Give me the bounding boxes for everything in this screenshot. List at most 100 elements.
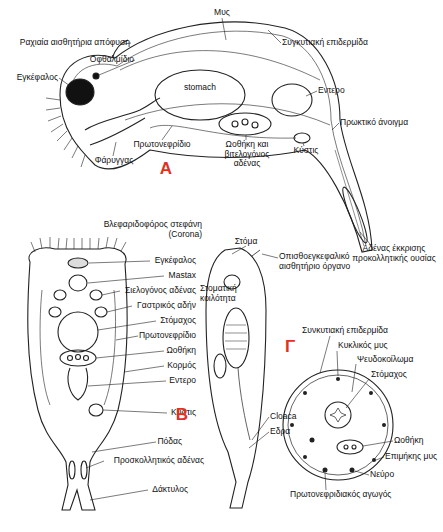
leader-line <box>249 432 269 448</box>
muscle-dot <box>369 391 373 395</box>
leader-line <box>59 78 70 86</box>
part-label: Πρωτονεφρίδιο <box>126 331 196 341</box>
leader-line <box>320 336 330 373</box>
leader-line <box>116 336 138 340</box>
part-label: Ωοθήκη <box>136 346 196 356</box>
protonephridial-duct <box>310 438 315 443</box>
leader-line <box>96 351 164 358</box>
part-label: Προσκολλητικός αδένας <box>96 456 204 466</box>
leader-line <box>102 291 120 295</box>
part-label: Ψευδοκοίλωμα <box>357 355 437 365</box>
part-label: Πρωκτικό άνοιγμα <box>340 118 430 128</box>
part-label: Εντερο <box>318 86 358 96</box>
part-label: Στοματική κοιλότητα <box>200 284 246 303</box>
leader-line <box>268 30 281 43</box>
leader-line <box>107 306 132 312</box>
muscle-dot <box>336 377 340 381</box>
brain <box>68 258 88 268</box>
gastric-gland <box>49 307 61 317</box>
ovary-cell <box>76 355 81 360</box>
foot-line <box>335 150 364 246</box>
part-label: Εδρα <box>270 427 310 437</box>
ovary-cell <box>232 121 238 127</box>
part-label: Γαστρικός αδήν <box>110 301 196 311</box>
panel-letter: A <box>156 160 176 177</box>
part-label: Βλεφαριδοφόρος στεφάνη (Corona) <box>84 220 202 239</box>
leader-line <box>222 18 226 40</box>
part-label: Πρωτονεφριδιακός αγωγός <box>290 490 430 500</box>
part-label: Κυκλικός μυς <box>338 341 418 351</box>
muscle-dot <box>303 391 307 395</box>
protonephridium <box>40 290 50 405</box>
panel-a-drawing <box>46 22 372 252</box>
stomach <box>58 312 98 352</box>
part-label: Πόδας <box>130 437 182 447</box>
leader-line <box>232 246 246 254</box>
ovary-cell <box>352 445 356 449</box>
ovary <box>214 354 226 378</box>
part-label: Συνκυτιακή επιδερμίδα <box>285 326 405 336</box>
part-label: Φάρυγγας <box>86 156 142 166</box>
panel-b-leaders <box>86 246 278 500</box>
part-label: Κορμός <box>136 361 196 371</box>
intestine <box>272 84 312 116</box>
nerve <box>350 468 355 473</box>
leader-line <box>88 381 166 386</box>
panel-letter: Γ <box>280 338 300 355</box>
intestine <box>68 368 88 400</box>
eyespot <box>93 73 99 79</box>
cilium <box>48 116 61 121</box>
leader-line <box>98 321 156 330</box>
panel-b-frontal <box>28 237 128 510</box>
muscle-line <box>120 51 320 80</box>
cilium <box>72 146 78 158</box>
ovary <box>337 440 363 454</box>
ovary <box>219 113 271 135</box>
ovary-cell <box>344 445 348 449</box>
ovary-cell <box>68 356 73 361</box>
mastax <box>69 275 87 291</box>
salivary-gland <box>54 290 66 300</box>
ovary <box>60 350 96 366</box>
pedal-gland <box>81 461 87 479</box>
part-label: Cloaca <box>270 412 310 422</box>
part-label: Εγκέφαλος <box>4 73 58 83</box>
cilium <box>51 124 63 132</box>
leader-line <box>337 351 338 376</box>
part-label: Εντερο <box>136 376 196 386</box>
brain <box>66 79 94 105</box>
circular-muscle-ring <box>288 375 388 475</box>
leader-line <box>360 232 370 244</box>
ovary-cell <box>84 356 89 361</box>
part-label: Στόμαχος <box>371 370 437 380</box>
part-label: Πρωτονεφρίδιο <box>126 140 198 150</box>
muscle-dot <box>290 423 294 427</box>
ovary-cell <box>242 119 248 125</box>
leader-line <box>376 457 384 460</box>
panel-a-leaders <box>59 18 370 244</box>
cilium <box>31 237 126 252</box>
pharynx <box>85 98 160 130</box>
part-label: Επιμήκης μυς <box>385 452 443 462</box>
cilium <box>46 98 60 100</box>
part-label: Αδένας έκκρισης προκολλητικής ουσίας <box>348 244 440 263</box>
body-outline <box>28 248 128 510</box>
leader-line <box>92 442 156 452</box>
part-label: stomach <box>180 83 220 93</box>
leader-line <box>89 261 150 263</box>
part-label: Μυς <box>206 8 238 18</box>
cilium <box>57 131 67 141</box>
pedal-gland <box>69 461 75 479</box>
gastric-gland <box>95 307 107 317</box>
stomach <box>155 70 245 120</box>
bladder <box>294 133 310 143</box>
leader-line <box>88 276 164 283</box>
leader-line <box>103 410 167 413</box>
leader-line <box>332 123 339 130</box>
leader-line <box>124 366 164 372</box>
part-label: Στόμα <box>226 237 266 247</box>
bladder <box>89 404 103 416</box>
